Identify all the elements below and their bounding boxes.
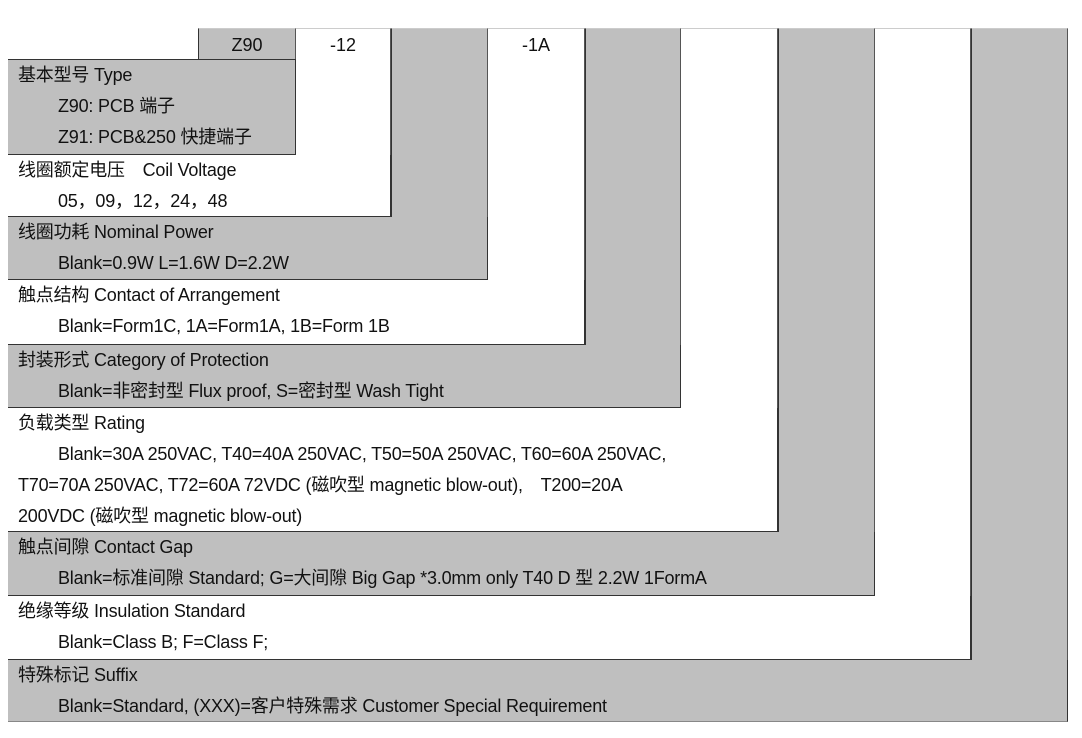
section-title: 线圈功耗 Nominal Power (18, 222, 214, 242)
section-contact-arrangement: 触点结构 Contact of Arrangement Blank=Form1C… (8, 280, 585, 345)
column-contact-gap (778, 28, 875, 596)
column-insulation (875, 28, 971, 660)
section-protection: 封装形式 Category of Protection Blank=非密封型 F… (8, 345, 681, 408)
section-contact-gap: 触点间隙 Contact Gap Blank=标准间隙 Standard; G=… (8, 532, 875, 596)
section-line: Z91: PCB&250 快捷端子 (58, 127, 252, 147)
section-line: Z90: PCB 端子 (58, 96, 175, 116)
section-type: 基本型号 Type Z90: PCB 端子 Z91: PCB&250 快捷端子 (8, 59, 296, 155)
section-title: 触点间隙 Contact Gap (18, 537, 193, 557)
section-title: 特殊标记 Suffix (18, 665, 138, 685)
section-title: 基本型号 Type (18, 65, 133, 85)
section-title: 触点结构 Contact of Arrangement (18, 285, 280, 305)
section-coil-voltage: 线圈额定电压 Coil Voltage 05，09，12，24，48 (8, 155, 391, 217)
section-line: Blank=30A 250VAC, T40=40A 250VAC, T50=50… (58, 444, 667, 464)
column-suffix (971, 28, 1068, 722)
section-rating: 负载类型 Rating Blank=30A 250VAC, T40=40A 25… (8, 408, 778, 532)
column-protection (585, 28, 681, 408)
section-title: 线圈额定电压 Coil Voltage (18, 160, 237, 180)
section-insulation: 绝缘等级 Insulation Standard Blank=Class B; … (8, 596, 971, 660)
section-line: Blank=标准间隙 Standard; G=大间隙 Big Gap *3.0m… (58, 568, 707, 588)
section-title: 绝缘等级 Insulation Standard (18, 601, 246, 621)
section-line: Blank=Standard, (XXX)=客户特殊需求 Customer Sp… (58, 696, 607, 716)
section-line: 05，09，12，24，48 (58, 191, 228, 211)
section-line: Blank=非密封型 Flux proof, S=密封型 Wash Tight (58, 381, 444, 401)
type-code: Z90 (231, 35, 263, 55)
voltage-code: -12 (329, 35, 356, 55)
section-line: T70=70A 250VAC, T72=60A 72VDC (磁吹型 magne… (18, 475, 623, 495)
section-title: 负载类型 Rating (18, 413, 145, 433)
section-suffix: 特殊标记 Suffix Blank=Standard, (XXX)=客户特殊需求… (8, 660, 1068, 722)
arrangement-code: -1A (521, 35, 550, 55)
section-title: 封装形式 Category of Protection (18, 350, 269, 370)
section-line: Blank=Class B; F=Class F; (58, 632, 269, 652)
section-line: 200VDC (磁吹型 magnetic blow-out) (18, 506, 303, 526)
section-line: Blank=Form1C, 1A=Form1A, 1B=Form 1B (58, 316, 390, 336)
section-nominal-power: 线圈功耗 Nominal Power Blank=0.9W L=1.6W D=2… (8, 217, 488, 280)
section-line: Blank=0.9W L=1.6W D=2.2W (58, 253, 289, 273)
